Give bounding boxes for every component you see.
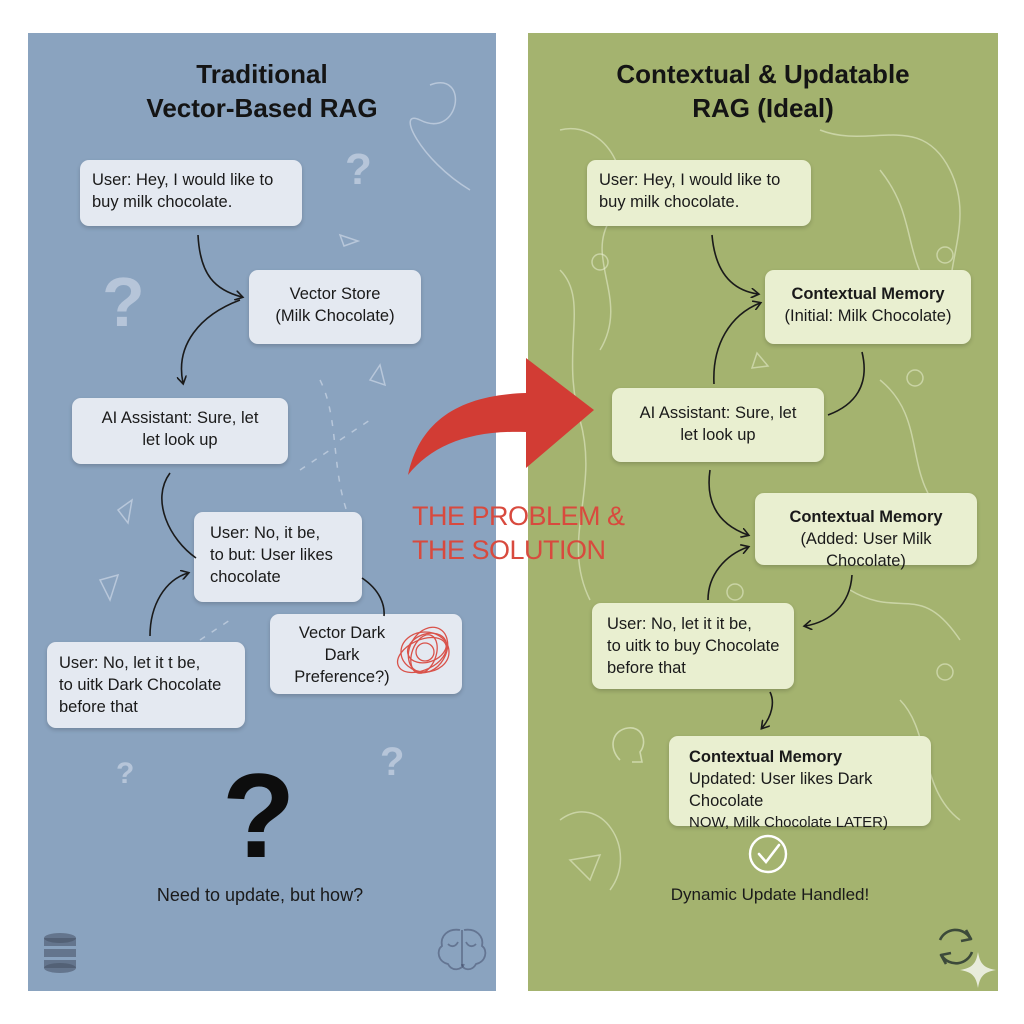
database-icon xyxy=(44,933,76,973)
contextual-memory-updated-line2: Updated: User likes Dark Chocolate xyxy=(689,770,873,810)
contextual-memory-updated-title: Contextual Memory xyxy=(689,748,843,766)
left-user-message-3-line3: before that xyxy=(59,698,138,716)
right-title: Contextual & Updatable RAG (Ideal) xyxy=(540,57,986,125)
question-mark-icon: ? xyxy=(102,263,145,341)
vector-store-box: Vector Store (Milk Chocolate) xyxy=(249,270,421,344)
contextual-memory-added-title: Contextual Memory xyxy=(789,508,943,526)
vector-store-title: Vector Store xyxy=(289,285,381,303)
left-title: Traditional Vector-Based RAG xyxy=(40,57,484,125)
contextual-memory-initial-title: Contextual Memory xyxy=(791,285,945,303)
brain-icon xyxy=(437,928,487,971)
big-question-mark: ? xyxy=(222,749,296,883)
connector-arrow xyxy=(149,573,188,637)
right-user-message-1-line1: User: Hey, I would like to xyxy=(599,171,781,189)
connector-arrow xyxy=(707,547,748,601)
connector-arrow xyxy=(197,234,242,297)
left-ai-reply: AI Assistant: Sure, let let look up xyxy=(72,398,288,464)
left-title-line2: Vector-Based RAG xyxy=(146,93,378,123)
right-ai-reply: AI Assistant: Sure, let let look up xyxy=(612,388,824,462)
connector-arrow xyxy=(182,299,241,383)
connector-arrow xyxy=(805,574,853,626)
right-user-message-2-line1: User: No, let it it be, xyxy=(607,615,752,633)
question-mark-icon: ? xyxy=(380,740,405,784)
left-ai-reply-line1: AI Assistant: Sure, let xyxy=(101,409,259,427)
left-user-message-1-line1: User: Hey, I would like to xyxy=(92,171,274,189)
contextual-memory-initial: Contextual Memory (Initial: Milk Chocola… xyxy=(765,270,971,344)
vector-store-content: (Milk Chocolate) xyxy=(275,307,395,325)
contextual-memory-initial-content: (Initial: Milk Chocolate) xyxy=(784,307,952,325)
connector-arrow xyxy=(361,577,385,617)
right-title-line2: RAG (Ideal) xyxy=(692,93,834,123)
connector-arrow xyxy=(713,303,760,385)
left-user-message-2: User: No, it be, to but: User likes choc… xyxy=(194,512,362,602)
checkmark-circle-icon xyxy=(748,834,788,874)
left-user-message-1: User: Hey, I would like to buy milk choc… xyxy=(80,160,302,226)
connector-arrow xyxy=(762,691,774,728)
right-title-line1: Contextual & Updatable xyxy=(616,59,910,89)
left-user-message-3-line2: to uitk Dark Chocolate xyxy=(59,676,222,694)
right-ai-reply-line1: AI Assistant: Sure, let xyxy=(639,404,797,422)
left-title-line1: Traditional xyxy=(196,59,328,89)
problem-label-line2: THE SOLUTION xyxy=(412,535,606,565)
left-user-message-1-line2: buy milk chocolate. xyxy=(92,193,233,211)
left-ai-reply-line2: let look up xyxy=(142,431,218,449)
right-user-message-1: User: Hey, I would like to buy milk choc… xyxy=(587,160,811,226)
right-ai-reply-line2: let look up xyxy=(680,426,756,444)
question-mark-icon: ? xyxy=(345,145,372,194)
sparkle-icon xyxy=(960,952,996,988)
connector-arrow xyxy=(827,351,865,416)
tangle-scribble-icon xyxy=(396,626,450,674)
left-user-message-2-line3: chocolate xyxy=(210,568,281,586)
connector-arrow xyxy=(708,469,748,535)
left-user-message-3: User: No, let it t be, to uitk Dark Choc… xyxy=(47,642,245,728)
head-profile-icon xyxy=(612,727,645,763)
left-user-message-2-line1: User: No, it be, xyxy=(210,524,321,542)
right-user-message-2: User: No, let it it be, to uitk to buy C… xyxy=(592,603,794,689)
connector-arrow xyxy=(711,234,758,294)
left-user-message-3-line1: User: No, let it t be, xyxy=(59,654,201,672)
left-user-message-2-line2: to but: User likes xyxy=(210,546,333,564)
vector-dark-line1: Vector Dark xyxy=(298,624,386,642)
contextual-memory-added: Contextual Memory (Added: User Milk Choc… xyxy=(755,493,977,570)
big-red-arrow xyxy=(408,358,594,475)
right-user-message-1-line2: buy milk chocolate. xyxy=(599,193,740,211)
right-user-message-2-line2: to uitk to buy Chocolate xyxy=(607,637,780,655)
connector-arrow xyxy=(161,472,197,559)
contextual-memory-updated-line3: NOW, Milk Chocolate LATER) xyxy=(689,814,888,831)
right-user-message-2-line3: before that xyxy=(607,659,686,677)
vector-dark-line3: Preference?) xyxy=(294,668,390,686)
question-mark-icon: ? xyxy=(116,757,135,790)
contextual-memory-added-content: (Added: User Milk Chocolate) xyxy=(800,530,932,570)
problem-solution-label: THE PROBLEM & THE SOLUTION xyxy=(412,499,632,567)
right-caption: Dynamic Update Handled! xyxy=(670,885,870,904)
contextual-memory-updated: Contextual Memory Updated: User likes Da… xyxy=(669,736,931,831)
left-caption: Need to update, but how? xyxy=(156,885,364,905)
refresh-icon xyxy=(938,928,974,965)
problem-label-line1: THE PROBLEM & xyxy=(412,501,625,531)
vector-dark-line2: Dark xyxy=(324,646,360,664)
